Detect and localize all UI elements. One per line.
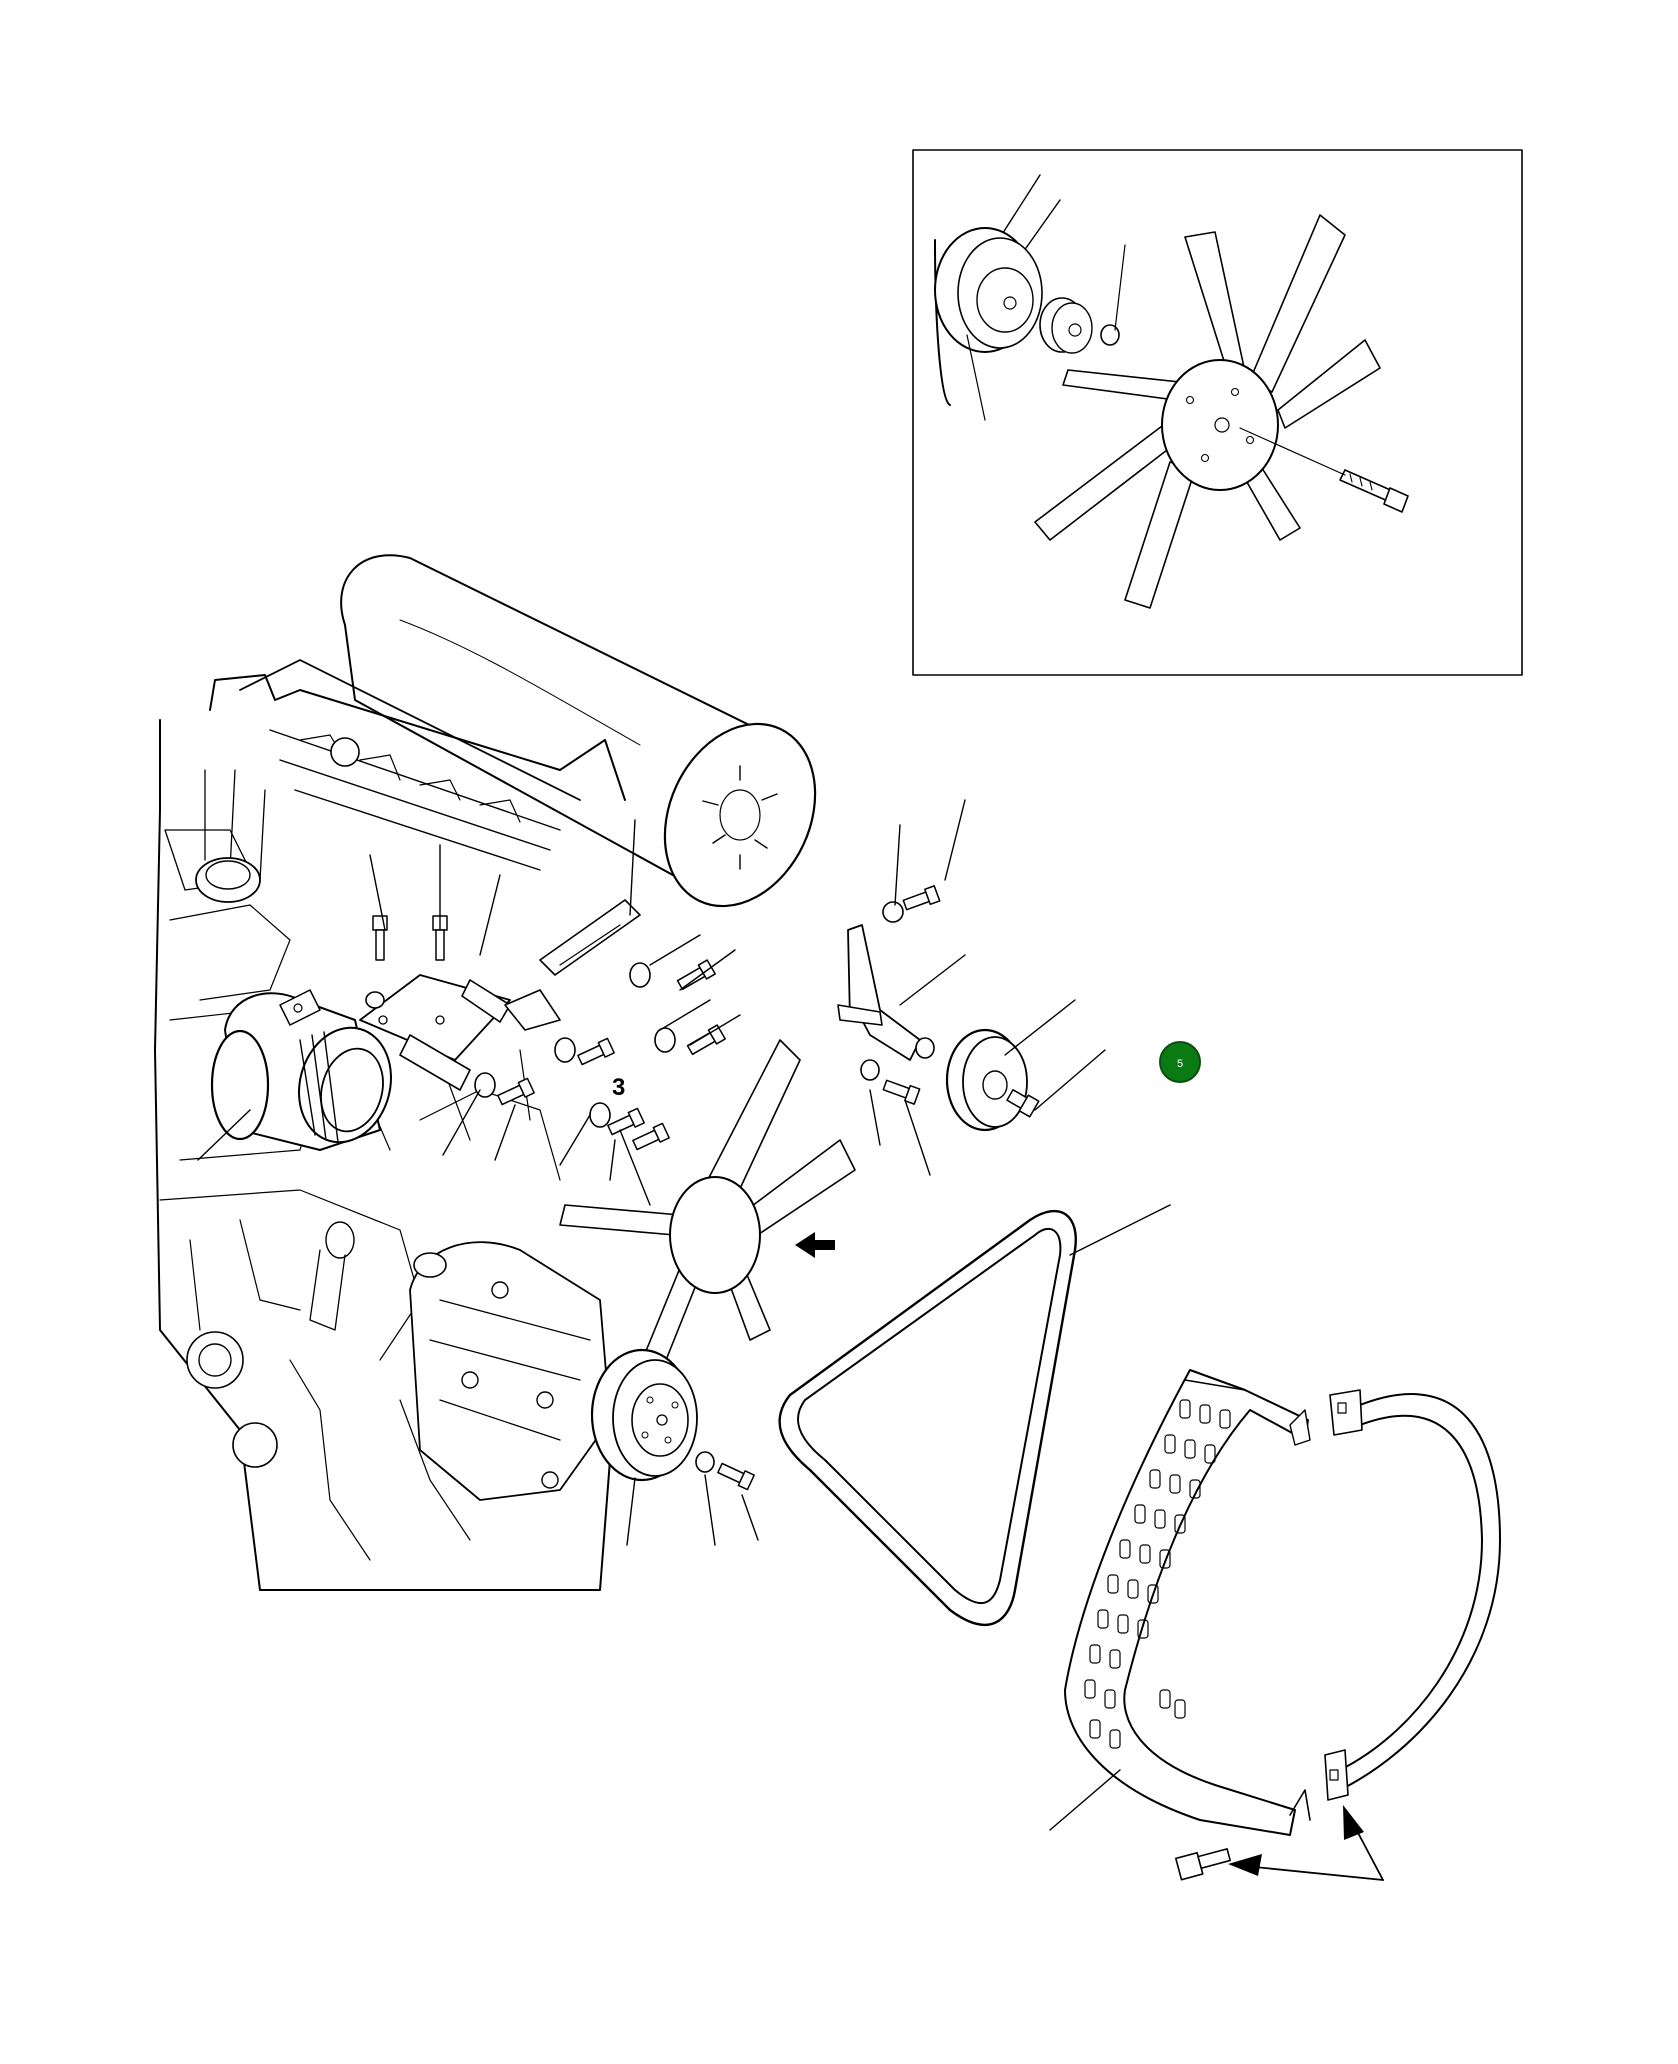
guard-bolt <box>1175 1848 1231 1881</box>
fan-detail-inset <box>912 149 1523 676</box>
hotspot-icon[interactable]: 5 <box>1159 1041 1201 1083</box>
inset-spacer <box>1039 297 1093 354</box>
leader-lines <box>197 799 1171 1831</box>
inset-pulley <box>934 227 1043 353</box>
hotspot-marker[interactable] <box>1159 1041 1201 1083</box>
arrow-icon <box>795 1232 1384 1881</box>
v-belt <box>778 1209 1077 1627</box>
inset-fan <box>1034 214 1381 609</box>
inset-bolt <box>1339 469 1409 513</box>
engine-fan <box>559 1039 856 1401</box>
callout-number-3: 3 <box>612 1074 625 1101</box>
mounting-brackets <box>359 899 641 1091</box>
air-cleaner <box>340 554 817 908</box>
engine-block <box>154 659 626 1591</box>
idler-assembly <box>837 885 1040 1132</box>
band-clamp <box>1324 1389 1501 1801</box>
guard-perforations <box>1084 1399 1231 1749</box>
fan-guard <box>1064 1369 1311 1836</box>
direction-arrow-icon <box>795 1232 835 1258</box>
hotspot-label[interactable]: 5 <box>1177 1058 1183 1070</box>
inset-frame <box>912 149 1523 676</box>
inset-washer <box>1100 324 1120 346</box>
crank-pulley <box>590 1348 755 1491</box>
alternator <box>210 989 392 1151</box>
bolt-set <box>365 915 726 1151</box>
